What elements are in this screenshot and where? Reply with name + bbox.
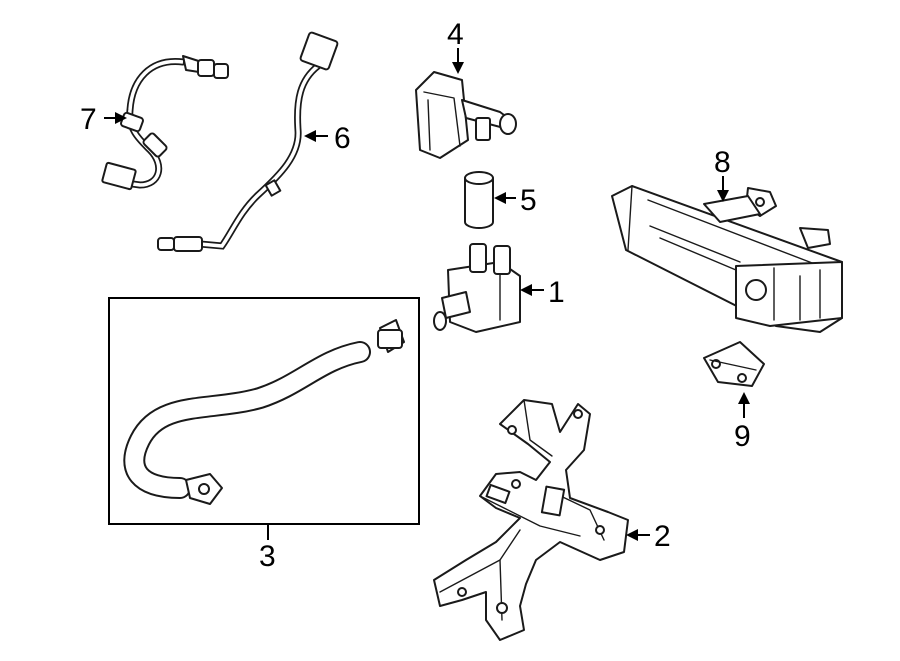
callout-numbers: 4 7 6 5 1 8 9 3 2 [80, 18, 751, 573]
part-1-vent-solenoid [433, 243, 521, 333]
callout-8: 8 [714, 146, 731, 179]
callout-1: 1 [548, 276, 565, 309]
part-5-hose-sleeve [464, 171, 494, 229]
part-2-mounting-bracket [433, 399, 629, 641]
part-9-bracket [703, 341, 765, 387]
leader-lines [104, 48, 750, 541]
callout-9: 9 [734, 420, 751, 453]
part-8-charcoal-canister [611, 185, 843, 333]
inset-box [108, 297, 420, 525]
callout-2: 2 [654, 520, 671, 553]
callout-5: 5 [520, 184, 537, 217]
callout-7: 7 [80, 103, 97, 136]
part-7-sensor-harness [101, 55, 229, 191]
part-3-hose-inset [108, 297, 420, 525]
callout-4: 4 [447, 18, 464, 51]
callout-6: 6 [334, 122, 351, 155]
part-4-purge-valve [415, 71, 517, 159]
callout-3: 3 [259, 540, 276, 573]
part-6-sensor-harness [157, 31, 339, 252]
